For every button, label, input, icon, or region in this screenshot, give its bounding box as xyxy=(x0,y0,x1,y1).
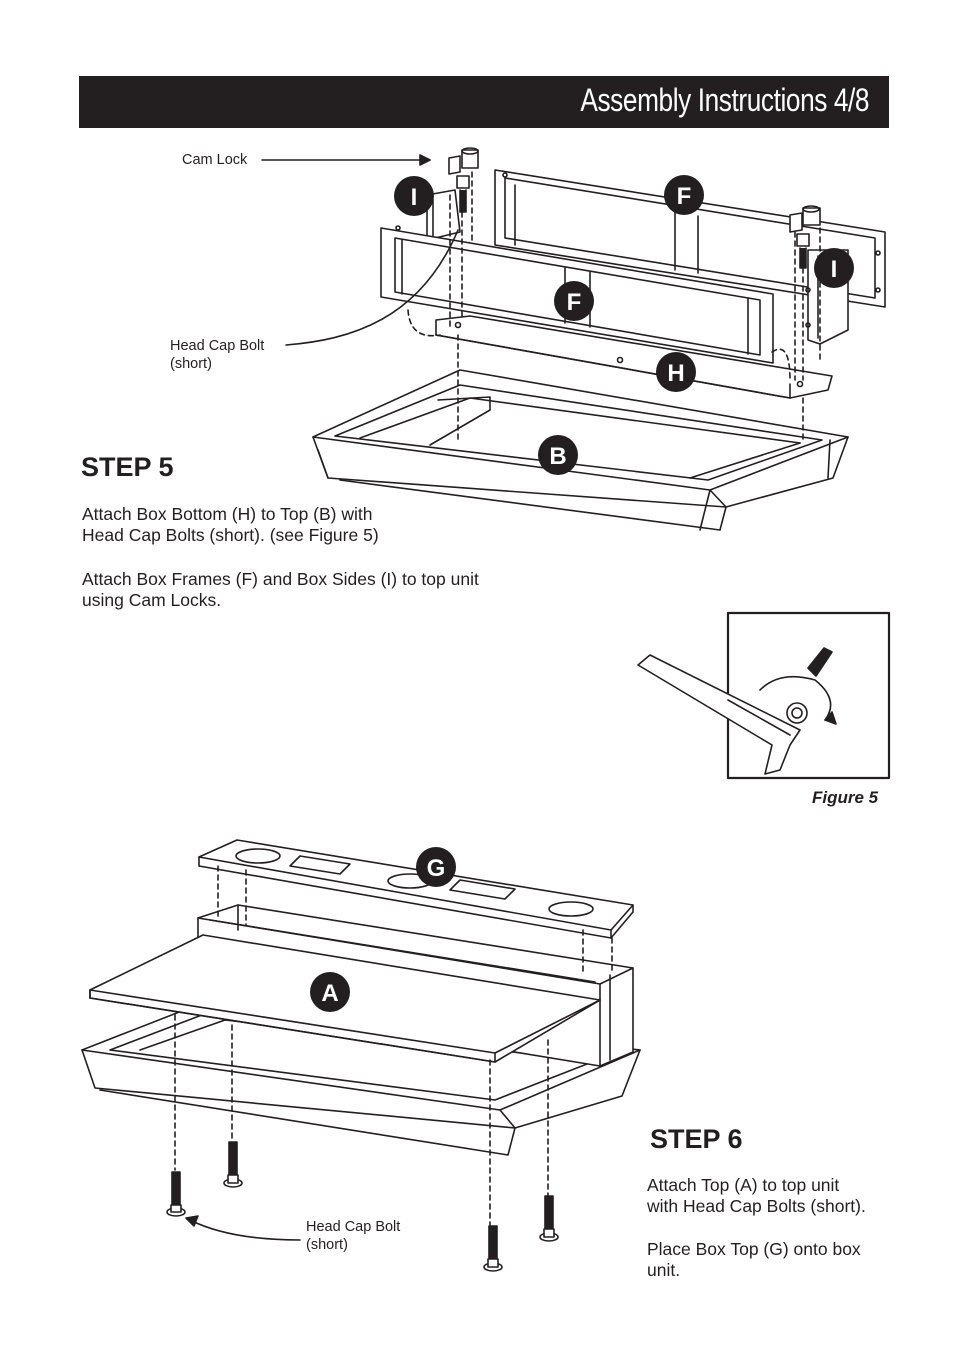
badge-f-front: F xyxy=(554,281,594,321)
head-cap-bolt-label-top-line2: (short) xyxy=(170,356,212,372)
step5-title: STEP 5 xyxy=(81,452,174,482)
head-cap-bolt-label-bottom-line1: Head Cap Bolt xyxy=(306,1219,401,1235)
badge-h: H xyxy=(656,352,696,392)
svg-text:B: B xyxy=(549,443,566,470)
head-cap-bolt-pointer-top xyxy=(285,229,459,346)
figure5-caption: Figure 5 xyxy=(812,788,879,807)
step6-paragraph1: Attach Top (A) to top unit with Head Cap… xyxy=(647,1175,866,1217)
alignment-lines-step5 xyxy=(407,171,821,441)
figure5-diagram xyxy=(637,611,891,780)
part-badges: I F I F H B G A xyxy=(310,175,854,1012)
badge-f-back: F xyxy=(664,175,704,215)
step6-diagram xyxy=(81,839,641,1272)
part-f-back-frame xyxy=(494,169,886,308)
svg-text:F: F xyxy=(567,289,582,316)
badge-g: G xyxy=(416,847,456,887)
head-cap-bolt-label-top: Head Cap Bolt (short) xyxy=(170,337,264,373)
step6-paragraph1-line2: with Head Cap Bolts (short). xyxy=(647,1196,866,1216)
svg-text:A: A xyxy=(321,980,338,1007)
part-g-box-top xyxy=(198,839,634,939)
step5-paragraph1: Attach Box Bottom (H) to Top (B) with He… xyxy=(82,504,379,546)
svg-text:G: G xyxy=(427,855,446,882)
head-cap-bolt-arrowhead xyxy=(185,1215,199,1227)
cam-lock-label: Cam Lock xyxy=(182,152,248,168)
svg-text:F: F xyxy=(677,183,692,210)
head-cap-bolt-label-bottom: Head Cap Bolt (short) xyxy=(306,1218,400,1254)
step6-paragraph2: Place Box Top (G) onto box unit. xyxy=(647,1239,861,1281)
cam-lock-arrowhead xyxy=(419,154,431,166)
step6-bolt-1 xyxy=(166,1171,186,1217)
figure5-frame xyxy=(726,611,891,780)
part-i-left-side xyxy=(426,189,461,241)
badge-i-right: I xyxy=(814,248,854,288)
step5-paragraph2-line1: Attach Box Frames (F) and Box Sides (I) … xyxy=(82,569,479,589)
badge-a: A xyxy=(310,972,350,1012)
step6-bolt-3 xyxy=(483,1225,503,1272)
svg-text:I: I xyxy=(411,184,418,211)
figure5-bolt xyxy=(807,647,833,677)
step5-paragraph2: Attach Box Frames (F) and Box Sides (I) … xyxy=(82,569,479,611)
head-cap-bolt-label-bottom-line2: (short) xyxy=(306,1237,348,1253)
header-bar: Assembly Instructions 4/8 xyxy=(79,76,889,128)
head-cap-bolt-pointer-bottom xyxy=(189,1219,301,1241)
step6-bolt-2 xyxy=(223,1141,243,1188)
svg-text:I: I xyxy=(831,256,838,283)
step6-paragraph2-line1: Place Box Top (G) onto box xyxy=(647,1239,861,1259)
part-b-tray xyxy=(312,369,849,531)
cam-lock-left xyxy=(448,147,479,213)
step5-paragraph2-line2: using Cam Locks. xyxy=(82,590,222,610)
head-cap-bolt-label-top-line1: Head Cap Bolt xyxy=(170,338,265,354)
step6-paragraph1-line1: Attach Top (A) to top unit xyxy=(647,1175,840,1195)
badge-i-left: I xyxy=(394,176,434,216)
step5-diagram xyxy=(261,147,886,531)
step6-bolt-4 xyxy=(539,1195,559,1242)
page-title: Assembly Instructions 4/8 xyxy=(580,82,869,118)
step6-paragraph2-line2: unit. xyxy=(647,1260,681,1280)
step5-paragraph1-line1: Attach Box Bottom (H) to Top (B) with xyxy=(82,504,373,524)
alignment-lines-step6 xyxy=(174,865,613,1226)
allen-key xyxy=(637,654,801,775)
step5-paragraph1-line2: Head Cap Bolts (short). (see Figure 5) xyxy=(82,525,379,545)
step6-title: STEP 6 xyxy=(650,1124,743,1154)
svg-text:H: H xyxy=(667,360,684,387)
part-h-box-bottom xyxy=(435,315,833,399)
badge-b: B xyxy=(538,435,578,475)
